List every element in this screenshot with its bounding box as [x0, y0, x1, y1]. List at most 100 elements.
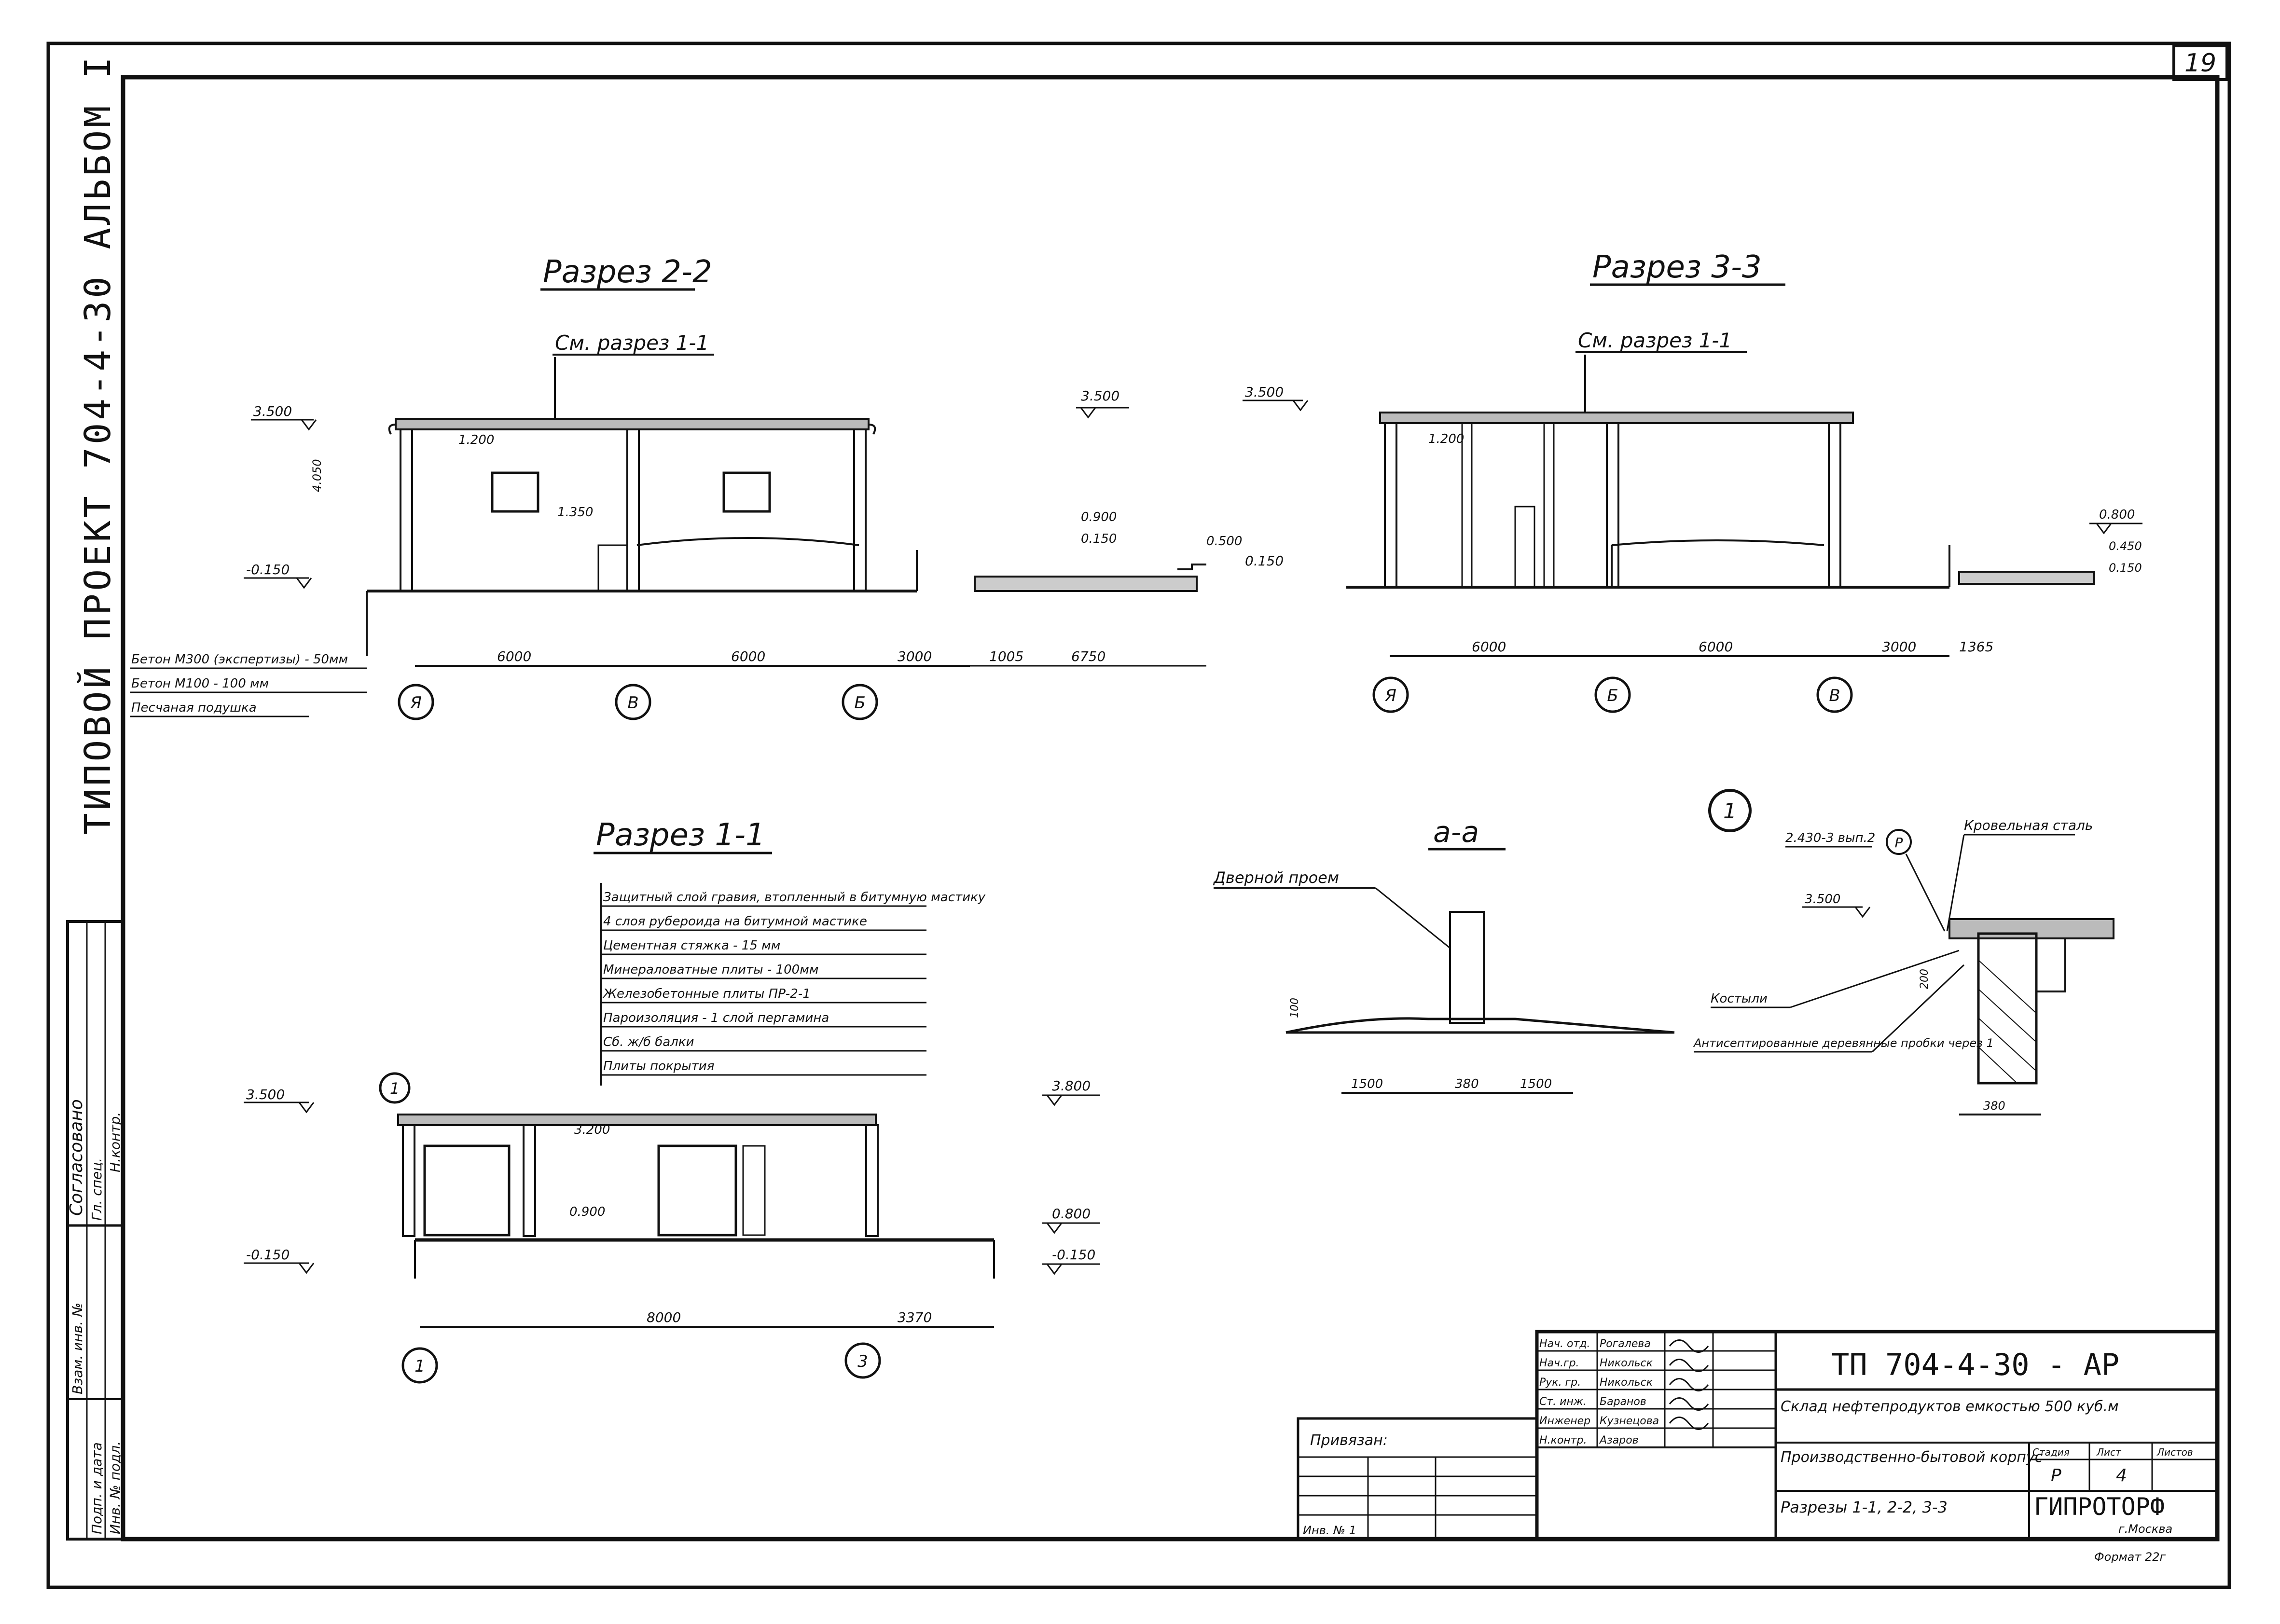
- roof-layers: Защитный слой гравия, втопленный в битум…: [600, 883, 986, 1086]
- tb-sig-name-3: Никольск: [1600, 1376, 1653, 1389]
- tb-sig-role-2: Нач.гр.: [1539, 1357, 1579, 1369]
- s22-level-2: -0.150: [246, 562, 290, 578]
- page-number: 19: [2184, 49, 2216, 78]
- section-a-a: а-а Дверной проем 100 1500 380 1500: [1213, 815, 1675, 1094]
- section-2-2: Разрез 2-2 См. разрез 1-1 3.500 -0.150 1…: [130, 254, 1242, 720]
- tb-org: ГИПРОТОРФ: [2034, 1493, 2165, 1521]
- s11-level-4: 0.900: [569, 1205, 605, 1219]
- roof-layer-5: Железобетонные плиты ПР-2-1: [602, 987, 811, 1001]
- tb-sig-role-6: Н.контр.: [1539, 1434, 1587, 1446]
- s11-axis-1: 1: [415, 1357, 425, 1376]
- detail-1-label-3: Антисептированные деревянные пробки чере…: [1693, 1036, 1994, 1050]
- s33-dim-2: 6000: [1699, 639, 1733, 655]
- s22-axis-2: В: [627, 693, 638, 713]
- detail-1-marker: Р: [1895, 835, 1903, 851]
- a-a-level: 100: [1289, 998, 1301, 1018]
- s11-level-1: 3.500: [246, 1087, 285, 1102]
- s22-axis-1: Я: [410, 693, 422, 713]
- detail-1-number: 1: [1723, 799, 1737, 824]
- s11-level-7: -0.150: [1052, 1247, 1095, 1263]
- s11-axis-2: 3: [857, 1352, 868, 1371]
- s11-detail-marker: 1: [390, 1079, 400, 1098]
- tb-inv: Инв. № 1: [1303, 1524, 1356, 1537]
- tb-sig-role-5: Инженер: [1539, 1415, 1590, 1427]
- approvals-row-3: Взам. инв. №: [69, 1303, 85, 1394]
- s11-dim-2: 3370: [898, 1309, 932, 1325]
- inner-frame: [121, 75, 2220, 1541]
- s22-dim-5: 6750: [1071, 648, 1105, 664]
- roof-layer-6: Пароизоляция - 1 слой пергамина: [603, 1011, 829, 1025]
- detail-1-dim-1: 380: [1983, 1099, 2005, 1113]
- s33-level-4: 0.800: [2099, 508, 2135, 522]
- a-a-callout: Дверной проем: [1213, 868, 1339, 887]
- s22-dim-2: 6000: [731, 648, 765, 664]
- section-3-3-ref: См. разрез 1-1: [1578, 329, 1732, 352]
- s22-level-4: 1.350: [557, 505, 593, 520]
- s22-legend-1: Бетон М300 (экспертизы) - 50мм: [131, 652, 348, 667]
- approvals-row-2: Н.контр.: [107, 1112, 123, 1172]
- s11-dim-1: 8000: [647, 1309, 681, 1325]
- s33-level-2: 0.150: [1245, 553, 1284, 569]
- outer-border: [46, 41, 2231, 1589]
- s11-level-6: 0.800: [1052, 1206, 1091, 1222]
- tb-format: Формат 22г: [2094, 1550, 2166, 1564]
- section-a-a-title: а-а: [1433, 815, 1479, 849]
- s22-level-7: 0.150: [1081, 532, 1117, 546]
- s33-level-6: 0.150: [2109, 561, 2142, 575]
- section-1-1-title: Разрез 1-1: [596, 817, 765, 853]
- tb-sheet-hdr: Лист: [2096, 1446, 2122, 1458]
- s22-level-1: 3.500: [253, 403, 292, 419]
- tb-sig-name-5: Кузнецова: [1600, 1415, 1659, 1427]
- approvals-title: Согласовано: [67, 1099, 86, 1216]
- tb-sig-role-1: Нач. отд.: [1539, 1338, 1590, 1350]
- tb-sheet: 4: [2116, 1466, 2127, 1486]
- roof-layer-7: Сб. ж/б балки: [603, 1035, 694, 1049]
- title-block: Привязан: Инв. № 1 Нач. отд. Рогалева На…: [1297, 1330, 2219, 1564]
- detail-1: 1 2.430-3 вып.2 Р Кровельная сталь 3.500…: [1693, 789, 2114, 1115]
- a-a-dim-2: 380: [1455, 1077, 1479, 1091]
- s11-level-2: -0.150: [246, 1247, 290, 1263]
- a-a-dim-3: 1500: [1520, 1077, 1552, 1091]
- detail-1-label-2: Костыли: [1711, 991, 1768, 1006]
- s33-dim-3: 3000: [1882, 639, 1916, 655]
- section-2-2-title: Разрез 2-2: [543, 254, 712, 290]
- a-a-dim-1: 1500: [1351, 1077, 1383, 1091]
- page-number-box: [2172, 44, 2228, 81]
- s22-dim-4: 1005: [989, 648, 1023, 664]
- s11-level-3: 3.200: [574, 1123, 610, 1137]
- tb-sig-name-6: Азаров: [1599, 1434, 1639, 1446]
- s33-axis-3: В: [1829, 686, 1840, 705]
- tb-city: г.Москва: [2118, 1522, 2172, 1536]
- s22-legend: Бетон М300 (экспертизы) - 50мм Бетон М10…: [130, 652, 367, 717]
- section-3-3-title: Разрез 3-3: [1592, 249, 1762, 285]
- detail-1-ref: 2.430-3 вып.2: [1785, 831, 1875, 845]
- approvals-row-1: Гл. спец.: [89, 1158, 105, 1221]
- section-2-2-ref: См. разрез 1-1: [555, 331, 709, 355]
- section-1-1: Разрез 1-1 Защитный слой гравия, втоплен…: [244, 817, 1100, 1384]
- s22-level-8: 0.500: [1206, 534, 1242, 549]
- s22-legend-3: Песчаная подушка: [131, 701, 257, 715]
- tb-project: Склад нефтепродуктов емкостью 500 куб.м: [1781, 1398, 2119, 1415]
- tb-sheet-title: Разрезы 1-1, 2-2, 3-3: [1781, 1498, 1948, 1516]
- s22-dim-3: 3000: [898, 648, 932, 664]
- tb-sheets-hdr: Листов: [2156, 1446, 2193, 1458]
- s33-level-5: 0.450: [2109, 539, 2142, 553]
- tb-sig-role-3: Рук. гр.: [1539, 1376, 1581, 1389]
- tb-sig-name-1: Рогалева: [1600, 1338, 1651, 1350]
- detail-1-level: 3.500: [1805, 892, 1840, 907]
- s33-axis-2: Б: [1607, 686, 1618, 705]
- tb-stage-hdr: Стадия: [2032, 1446, 2070, 1458]
- roof-layer-4: Минераловатные плиты - 100мм: [603, 963, 818, 977]
- tb-building: Производственно-бытовой корпус: [1781, 1449, 2043, 1466]
- s33-dim-4: 1365: [1959, 639, 1993, 655]
- s22-level-9: 4.050: [310, 459, 324, 492]
- side-title: ТИПОВОЙ ПРОЕКТ 704-4-30 АЛЬБОМ I: [76, 54, 119, 835]
- tb-checked: Привязан:: [1310, 1432, 1388, 1449]
- roof-layer-1: Защитный слой гравия, втопленный в битум…: [603, 890, 986, 905]
- roof-layer-2: 4 слоя рубероида на битумной мастике: [603, 914, 867, 929]
- tb-stage: Р: [2051, 1466, 2061, 1486]
- s22-axis-3: Б: [854, 693, 865, 713]
- approvals-row-5: Инв. № подл.: [107, 1441, 123, 1534]
- detail-1-label-1: Кровельная сталь: [1964, 817, 2093, 833]
